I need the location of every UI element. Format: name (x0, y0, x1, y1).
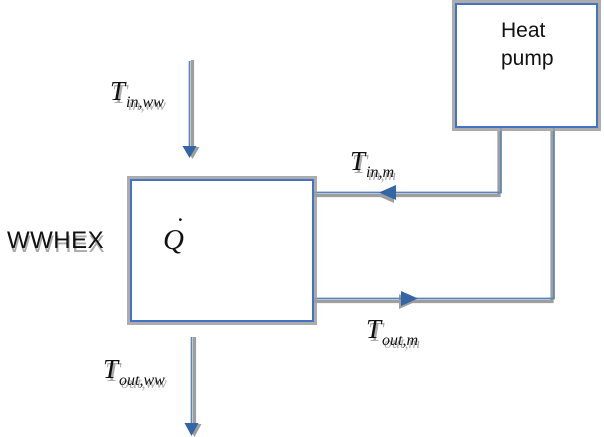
wastewater-inflow-arrow-icon (182, 60, 200, 159)
t-in-ww-label: Tin,ww (110, 76, 164, 111)
t-in-m-label: Tin,m (350, 146, 395, 181)
heat-pump-label: Heat pump (501, 19, 554, 70)
t-out-ww-label: Tout,ww (103, 354, 165, 389)
q-symbol: Q (163, 224, 184, 256)
t-out-m-label: Tout,m (366, 314, 419, 349)
medium-supply-line (301, 128, 502, 203)
heat-flow-label: ˙ Q (163, 213, 185, 257)
q-overdot: ˙ (176, 213, 185, 242)
heat-pump-box: Heat pump (455, 3, 598, 128)
wastewater-outflow-arrow-icon (184, 337, 202, 437)
wwhex-box (130, 179, 314, 322)
medium-return-line (298, 128, 555, 309)
wwhex-label: WWHEX (7, 227, 105, 254)
